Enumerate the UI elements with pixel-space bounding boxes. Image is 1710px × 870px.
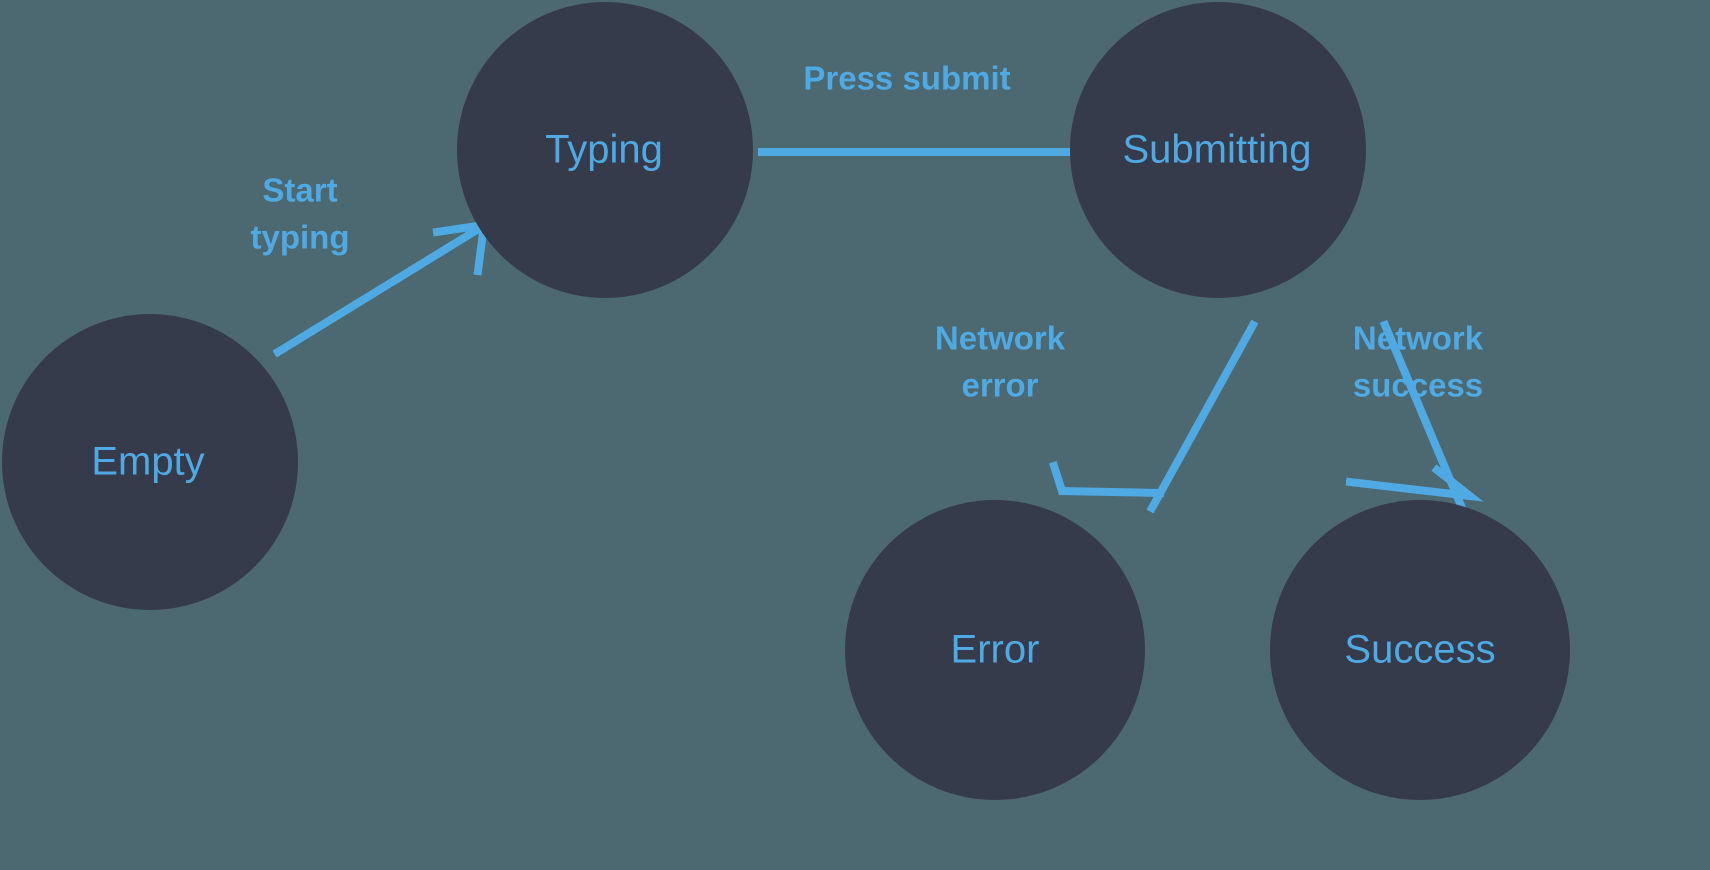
edge-submitting-to-success: Network success [1345, 320, 1484, 514]
edge-label-network-error-line1: Network [935, 320, 1066, 357]
state-node-empty[interactable]: Empty [2, 314, 298, 610]
node-label-typing: Typing [545, 128, 663, 172]
edge-label-start-typing-line1: Start [262, 172, 337, 209]
node-label-submitting: Submitting [1123, 128, 1312, 172]
state-node-typing[interactable]: Typing [457, 2, 753, 298]
state-node-error[interactable]: Error [845, 500, 1145, 800]
node-circle[interactable] [1270, 500, 1570, 800]
edge-label-network-error-line2: error [961, 367, 1038, 404]
edge-label-network-success-line1: Network [1353, 320, 1484, 357]
node-circle[interactable] [1070, 2, 1366, 298]
node-circle[interactable] [457, 2, 753, 298]
state-node-submitting[interactable]: Submitting [1070, 2, 1366, 298]
node-circle[interactable] [845, 500, 1145, 800]
edge-submitting-to-error: Network error [935, 319, 1259, 514]
edge-line [1146, 319, 1259, 514]
state-node-success[interactable]: Success [1270, 500, 1570, 800]
edge-label-network-success-line2: success [1353, 367, 1483, 404]
arrowhead-icon [1048, 460, 1165, 498]
node-label-empty: Empty [91, 440, 204, 484]
node-label-success: Success [1344, 628, 1495, 672]
edge-label-press-submit: Press submit [803, 60, 1010, 97]
edge-label-start-typing-line2: typing [251, 219, 350, 256]
arrowhead-icon [1345, 464, 1484, 502]
node-circle[interactable] [2, 314, 298, 610]
edge-line [272, 222, 486, 358]
node-label-error: Error [951, 628, 1040, 672]
